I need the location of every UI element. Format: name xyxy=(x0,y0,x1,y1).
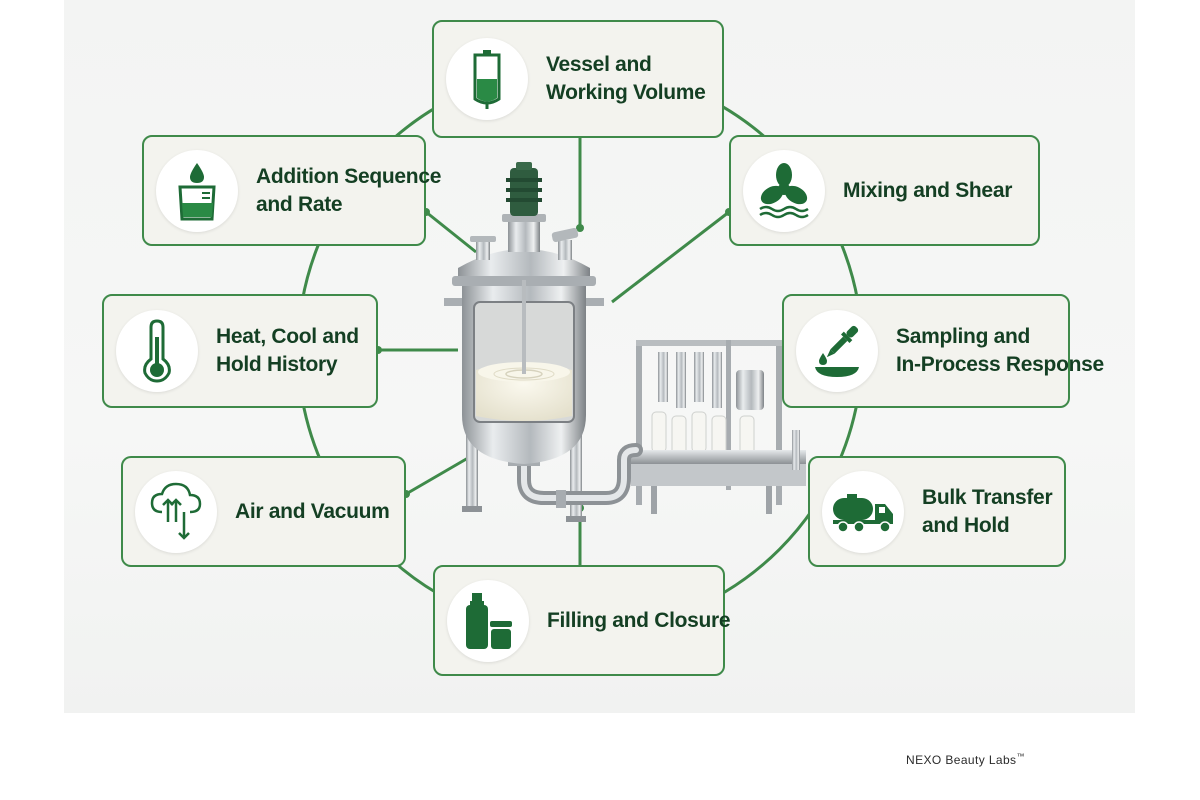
card-label: Sampling and In-Process Response xyxy=(896,323,1104,379)
card-filling: Filling and Closure xyxy=(433,565,731,676)
icon-badge xyxy=(822,470,904,553)
icon-badge xyxy=(135,470,217,553)
cloud-arrows-icon xyxy=(150,482,202,540)
card-label: Air and Vacuum xyxy=(235,498,394,526)
card-label-line: Air and Vacuum xyxy=(235,499,390,523)
card-mixing: Mixing and Shear xyxy=(729,135,1040,246)
propeller-icon xyxy=(759,162,809,218)
card-label: Vessel and Working Volume xyxy=(546,51,712,107)
vessel-icon xyxy=(473,50,501,109)
vessel-lid-fittings xyxy=(470,214,579,260)
spoke-dot xyxy=(576,224,584,232)
dropper-icon xyxy=(815,325,859,377)
card-label: Heat, Cool and Hold History xyxy=(216,323,366,379)
card-label-line: Mixing and Shear xyxy=(843,178,1013,202)
brand-footer: NEXO Beauty Labs™ xyxy=(906,752,1025,767)
card-label-line: Vessel and xyxy=(546,53,652,76)
card-label-line: Heat, Cool and xyxy=(216,325,359,348)
icon-badge xyxy=(796,310,878,392)
card-addition: Addition Sequence and Rate xyxy=(142,135,442,246)
brand-name: NEXO Beauty Labs xyxy=(906,753,1017,767)
thermometer-icon xyxy=(143,319,171,383)
trademark-mark: ™ xyxy=(1016,752,1025,761)
card-air: Air and Vacuum xyxy=(121,456,406,567)
card-label-line: Working Volume xyxy=(546,81,706,104)
vessel-body xyxy=(444,249,604,464)
icon-badge xyxy=(743,149,825,232)
card-label-line: and Rate xyxy=(256,192,343,216)
card-label: Bulk Transfer and Hold xyxy=(922,484,1054,540)
spoke-addition xyxy=(425,210,477,254)
card-label: Addition Sequence and Rate xyxy=(256,163,442,219)
card-label: Mixing and Shear xyxy=(843,177,1028,205)
beaker-drop-icon xyxy=(178,162,216,220)
tanker-truck-icon xyxy=(833,493,893,533)
card-label-line: Hold History xyxy=(216,353,338,376)
spoke-air xyxy=(405,456,469,496)
bottle-jar-icon xyxy=(466,592,512,649)
card-label: Filling and Closure xyxy=(547,607,731,635)
card-vessel: Vessel and Working Volume xyxy=(432,20,724,138)
spoke-mixing xyxy=(611,210,730,304)
card-label-line: Filling and Closure xyxy=(547,608,731,632)
icon-badge xyxy=(156,149,238,232)
card-heat: Heat, Cool and Hold History xyxy=(102,294,378,408)
card-label-line: Addition Sequence xyxy=(256,164,442,188)
motor xyxy=(506,162,542,216)
filling-machine xyxy=(631,340,806,514)
card-label-line: Sampling and xyxy=(896,325,1031,348)
mixing-vessel-illustration xyxy=(444,162,806,522)
icon-badge xyxy=(116,310,198,392)
card-label-line: In-Process Response xyxy=(896,353,1104,376)
icon-badge xyxy=(446,38,528,120)
card-label-line: Bulk Transfer xyxy=(922,485,1053,509)
icon-badge xyxy=(447,579,529,662)
card-sampling: Sampling and In-Process Response xyxy=(782,294,1104,408)
card-label-line: and Hold xyxy=(922,513,1010,537)
card-bulk: Bulk Transfer and Hold xyxy=(808,456,1066,567)
